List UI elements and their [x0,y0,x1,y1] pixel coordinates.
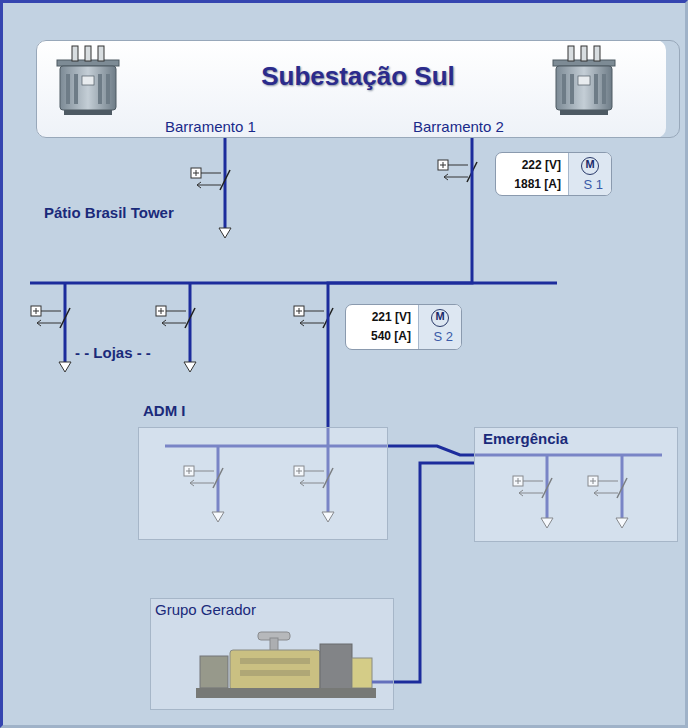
breaker-box [438,160,448,170]
breaker-plus [33,308,39,314]
bus-label: Barramento 2 [413,118,504,135]
bus-label: Barramento 1 [165,118,256,135]
breaker-plus [193,170,199,176]
load-arrow [184,362,196,372]
current-value: 540 [A] [371,329,411,343]
feeder-label: - - Lojas - - [75,344,151,361]
breaker-plus [296,308,302,314]
breaker-symbol [31,306,70,328]
breaker-trip [37,320,61,326]
meter-symbol: M [431,309,449,327]
breaker-link [41,311,61,312]
meter-box: 221 [V] 540 [A] M S 2 [345,304,462,350]
breaker-symbol [156,306,195,328]
breaker-box [191,168,201,178]
breaker-plus [158,308,164,314]
breaker-link [448,165,468,166]
breaker-trip [300,320,324,326]
breaker-link [166,311,186,312]
voltage-value: 222 [V] [522,158,561,172]
substation-panel: Subestação Sul [36,40,680,138]
transformer-left [57,46,119,115]
feeder-wire [328,138,472,427]
feeder-wire [388,446,474,455]
bus-wire [30,282,557,285]
breaker-box [294,306,304,316]
panel-heading: Emergência [483,430,568,447]
bus-wire [64,283,67,362]
breaker-link [201,173,221,174]
breaker-trip [162,320,186,326]
breaker-trip [444,174,468,180]
breaker-link [304,311,324,312]
meter-id: S 2 [433,329,453,344]
current-value: 1881 [A] [514,177,561,191]
breaker-blade [220,170,230,190]
load-arrow [219,228,231,238]
breaker-symbol [191,168,230,190]
bus-wire [189,283,192,362]
breaker-box [156,306,166,316]
meter-id: S 1 [583,177,603,192]
adm-panel: ADM I [138,427,388,540]
transformer-right [553,46,615,115]
breaker-blade [60,308,70,328]
breaker-blade [185,308,195,328]
voltage-value: 221 [V] [372,310,411,324]
substation-title: Subestação Sul [37,61,679,92]
feeder-wire [394,463,474,682]
generator-panel: Grupo Gerador [150,598,394,710]
panel-heading: Grupo Gerador [155,601,256,618]
breaker-box [31,306,41,316]
emergency-panel: Emergência [474,427,678,542]
meter-box: 222 [V] 1881 [A] M S 1 [495,152,612,196]
meter-symbol: M [581,157,599,175]
feeder-label: Pátio Brasil Tower [44,204,174,221]
breaker-trip [197,182,221,188]
panel-heading: ADM I [143,402,186,419]
breaker-plus [440,162,446,168]
load-arrow [59,362,71,372]
